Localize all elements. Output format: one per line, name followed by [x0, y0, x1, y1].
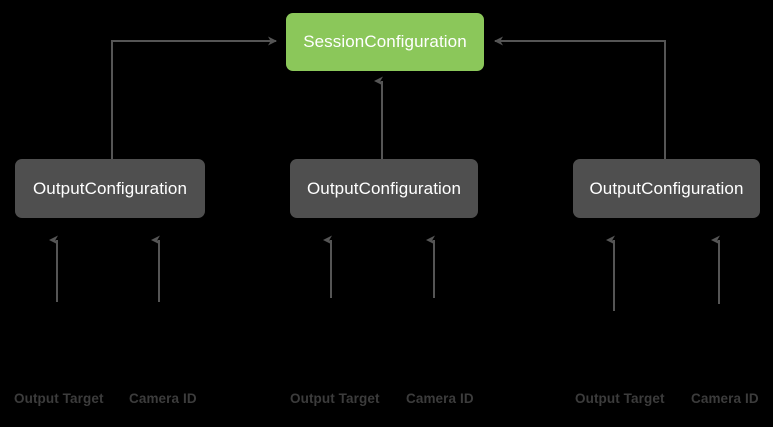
field-label-camera-id-2: Camera ID: [406, 391, 474, 406]
edge-left-output-to-session: [111, 36, 277, 159]
edge-right-output-to-session: [494, 36, 666, 159]
field-label-output-target-1: Output Target: [14, 391, 104, 406]
field-label-camera-id-3: Camera ID: [691, 391, 759, 406]
node-output-configuration-3[interactable]: OutputConfiguration: [573, 159, 760, 218]
node-session-configuration[interactable]: SessionConfiguration: [286, 13, 484, 71]
field-label-output-target-2: Output Target: [290, 391, 380, 406]
node-output-configuration-2[interactable]: OutputConfiguration: [290, 159, 478, 218]
field-label-camera-id-1: Camera ID: [129, 391, 197, 406]
field-label-output-target-3: Output Target: [575, 391, 665, 406]
node-output-configuration-2-label: OutputConfiguration: [306, 178, 462, 198]
node-output-configuration-3-label: OutputConfiguration: [589, 178, 744, 198]
node-session-configuration-label: SessionConfiguration: [303, 32, 467, 51]
node-output-configuration-1-label: OutputConfiguration: [32, 178, 188, 198]
node-output-configuration-1[interactable]: OutputConfiguration: [15, 159, 205, 218]
